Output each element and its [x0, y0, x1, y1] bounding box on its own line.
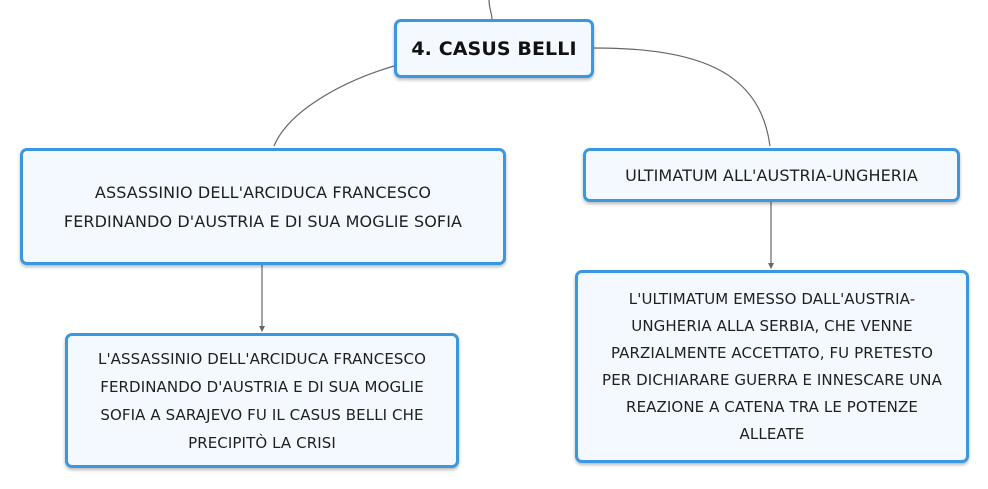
connector-parent-to-root — [488, 0, 493, 20]
topic-ultimatum[interactable]: ULTIMATUM ALL'AUSTRIA-UNGHERIA — [583, 148, 960, 202]
topic-assassinio-detail-label: L'ASSASSINIO DELL'ARCIDUCA FRANCESCO FER… — [97, 349, 427, 452]
topic-assassinio-label: ASSASSINIO DELL'ARCIDUCA FRANCESCO FERDI… — [63, 182, 463, 231]
connector-root-to-left — [273, 65, 395, 147]
connector-root-to-right — [593, 47, 771, 147]
topic-ultimatum-detail-label: L'ULTIMATUM EMESSO DALL'AUSTRIA-UNGHERIA… — [602, 289, 942, 443]
topic-ultimatum-detail[interactable]: L'ULTIMATUM EMESSO DALL'AUSTRIA-UNGHERIA… — [575, 270, 969, 463]
topic-casus-belli[interactable]: 4. CASUS BELLI — [394, 19, 594, 78]
topic-ultimatum-label: ULTIMATUM ALL'AUSTRIA-UNGHERIA — [625, 165, 918, 185]
topic-assassinio[interactable]: ASSASSINIO DELL'ARCIDUCA FRANCESCO FERDI… — [20, 148, 506, 265]
topic-assassinio-detail[interactable]: L'ASSASSINIO DELL'ARCIDUCA FRANCESCO FER… — [65, 333, 459, 468]
topic-casus-belli-label: 4. CASUS BELLI — [411, 37, 577, 60]
